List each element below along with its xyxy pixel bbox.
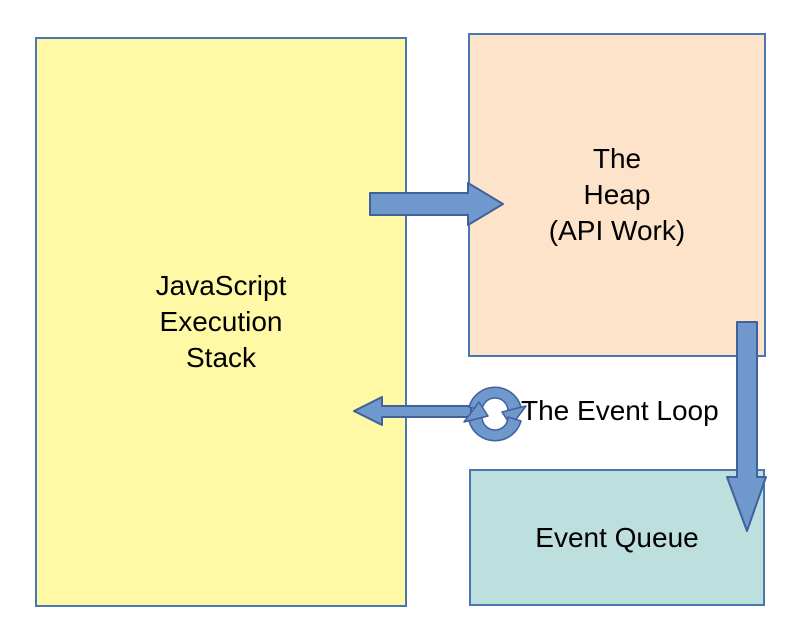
left-arrow-shape [353,396,472,426]
stack-to-heap-arrow [369,182,504,226]
cycle-bottom-arc [468,416,522,442]
right-arrow-shape [369,182,504,226]
event-loop-to-stack-arrow [353,396,472,426]
js-execution-stack-label: JavaScript Execution Stack [155,270,287,373]
cycle-bottom-arrowhead [463,401,489,423]
down-arrow-shape [726,321,767,532]
event-loop-label: The Event Loop [521,395,719,426]
event-loop-cycle-icon [463,386,527,442]
event-queue-box: Event Queue [469,469,765,606]
heap-label: The Heap (API Work) [548,143,686,246]
heap-box: The Heap (API Work) [468,33,766,357]
js-execution-stack-box: JavaScript Execution Stack [35,37,407,607]
event-queue-label: Event Queue [535,521,699,553]
heap-to-queue-arrow [726,321,767,532]
